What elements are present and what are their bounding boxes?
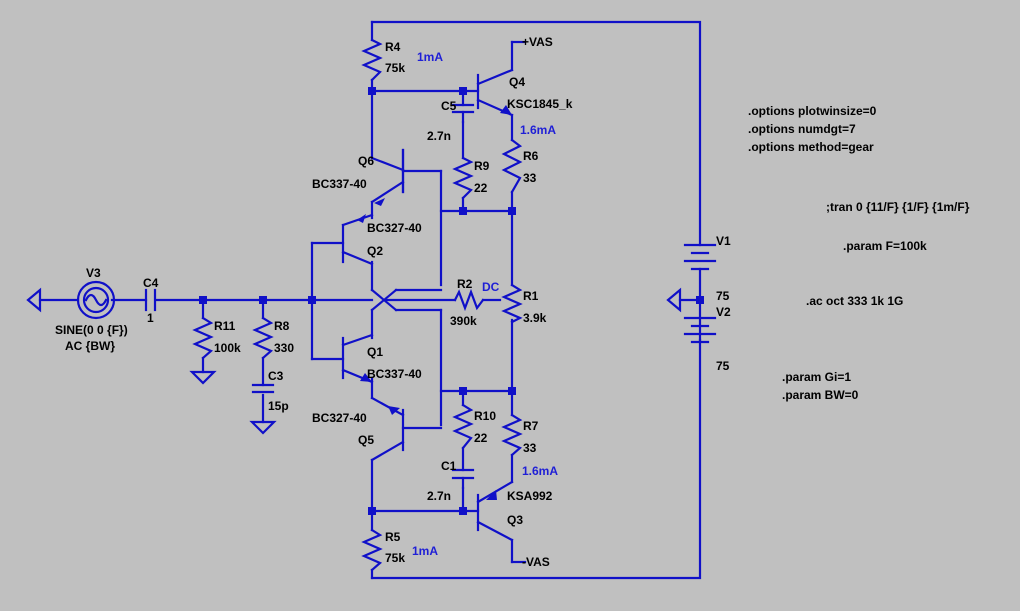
svg-text:C1: C1: [441, 459, 457, 473]
svg-text:.param Gi=1: .param Gi=1: [782, 370, 851, 384]
svg-text:1.6mA: 1.6mA: [520, 123, 556, 137]
svg-text:Q3: Q3: [507, 513, 523, 527]
battery-v1: V1 75: [683, 234, 731, 342]
svg-text:75: 75: [716, 359, 730, 373]
svg-text:3.9k: 3.9k: [523, 311, 547, 325]
battery-v2: V2 75: [683, 305, 731, 373]
svg-text:1mA: 1mA: [417, 50, 443, 64]
svg-text:.options method=gear: .options method=gear: [748, 140, 874, 154]
svg-text:Q5: Q5: [358, 433, 374, 447]
svg-text:R7: R7: [523, 419, 539, 433]
pos-rail-label: +VAS: [522, 35, 553, 49]
sine-source-v3: V3 SINE(0 0 {F}) AC {BW}: [55, 266, 128, 353]
svg-text:BC327-40: BC327-40: [367, 221, 422, 235]
svg-text:33: 33: [523, 441, 537, 455]
svg-text:75: 75: [716, 289, 730, 303]
svg-text:R8: R8: [274, 319, 290, 333]
neg-rail-label: -VAS: [522, 555, 550, 569]
svg-text:100k: 100k: [214, 341, 241, 355]
resistor-r4: R4 75k 1mA: [361, 38, 443, 82]
svg-text:Q6: Q6: [358, 154, 374, 168]
svg-text:2.7n: 2.7n: [427, 129, 451, 143]
svg-text:33: 33: [523, 171, 537, 185]
svg-text:Q2: Q2: [367, 244, 383, 258]
svg-text:R5: R5: [385, 530, 401, 544]
svg-text:R11: R11: [214, 319, 236, 333]
svg-text:75k: 75k: [385, 61, 405, 75]
svg-text:390k: 390k: [450, 314, 477, 328]
transistor-q3: KSA992 Q3: [476, 480, 553, 542]
svg-text:1.6mA: 1.6mA: [522, 464, 558, 478]
capacitor-c1: C1 2.7n: [427, 459, 475, 503]
resistor-r1: R1 3.9k: [501, 283, 547, 325]
svg-text:1: 1: [147, 311, 154, 325]
svg-text:DC: DC: [482, 280, 500, 294]
svg-text:Q1: Q1: [367, 345, 383, 359]
capacitor-c4: C4 1: [143, 276, 159, 325]
ground-symbols: [26, 287, 682, 435]
resistor-r11: R11 100k: [192, 316, 241, 360]
resistor-r9: R9 22: [452, 156, 490, 200]
wires: [38, 20, 702, 580]
svg-text:C4: C4: [143, 276, 159, 290]
svg-text:.options plotwinsize=0: .options plotwinsize=0: [748, 104, 877, 118]
svg-text:R1: R1: [523, 289, 539, 303]
svg-text:R6: R6: [523, 149, 539, 163]
capacitor-c3: C3 15p: [251, 369, 289, 413]
transistor-q2: BC327-40 Q2: [341, 213, 422, 266]
svg-text:KSA992: KSA992: [507, 489, 553, 503]
svg-text:22: 22: [474, 181, 488, 195]
transistor-q1: Q1 BC337-40: [341, 333, 422, 384]
svg-text:.param BW=0: .param BW=0: [782, 388, 859, 402]
svg-text:22: 22: [474, 431, 488, 445]
transistor-q5: BC327-40 Q5: [312, 406, 400, 447]
svg-text:R9: R9: [474, 159, 490, 173]
svg-text:V2: V2: [716, 305, 731, 319]
resistor-r10: R10 22: [452, 403, 496, 450]
resistor-r6: R6 33 1.6mA: [501, 123, 556, 194]
svg-text:KSC1845_k: KSC1845_k: [507, 97, 573, 111]
transistor-q4: Q4 KSC1845_k: [476, 68, 573, 117]
svg-text:AC {BW}: AC {BW}: [65, 339, 115, 353]
transistor-q6: Q6 BC337-40: [312, 148, 405, 206]
resistor-r7: R7 33 1.6mA: [501, 413, 558, 478]
svg-text:;tran 0 {11/F} {1/F} {1m/F}: ;tran 0 {11/F} {1/F} {1m/F}: [826, 200, 970, 214]
svg-text:.ac oct 333 1k 1G: .ac oct 333 1k 1G: [806, 294, 903, 308]
svg-text:15p: 15p: [268, 399, 289, 413]
svg-text:R4: R4: [385, 40, 401, 54]
resistor-r8: R8 330: [252, 316, 294, 360]
svg-text:R10: R10: [474, 409, 496, 423]
svg-text:75k: 75k: [385, 551, 405, 565]
svg-text:BC337-40: BC337-40: [367, 367, 422, 381]
spice-directives: .options plotwinsize=0 .options numdgt=7…: [748, 104, 970, 402]
svg-text:330: 330: [274, 341, 294, 355]
svg-text:2.7n: 2.7n: [427, 489, 451, 503]
resistor-r5: R5 75k 1mA: [361, 528, 438, 572]
svg-text:.options numdgt=7: .options numdgt=7: [748, 122, 856, 136]
svg-text:C5: C5: [441, 99, 457, 113]
svg-text:BC327-40: BC327-40: [312, 411, 367, 425]
svg-text:V3: V3: [86, 266, 101, 280]
svg-text:V1: V1: [716, 234, 731, 248]
resistor-r2: R2 390k DC: [450, 277, 500, 328]
svg-text:.param F=100k: .param F=100k: [843, 239, 927, 253]
svg-text:Q4: Q4: [509, 75, 525, 89]
svg-text:BC337-40: BC337-40: [312, 177, 367, 191]
svg-text:1mA: 1mA: [412, 544, 438, 558]
capacitor-c5: C5 2.7n: [427, 99, 475, 143]
svg-text:SINE(0 0 {F}): SINE(0 0 {F}): [55, 323, 128, 337]
svg-text:R2: R2: [457, 277, 473, 291]
svg-text:C3: C3: [268, 369, 284, 383]
